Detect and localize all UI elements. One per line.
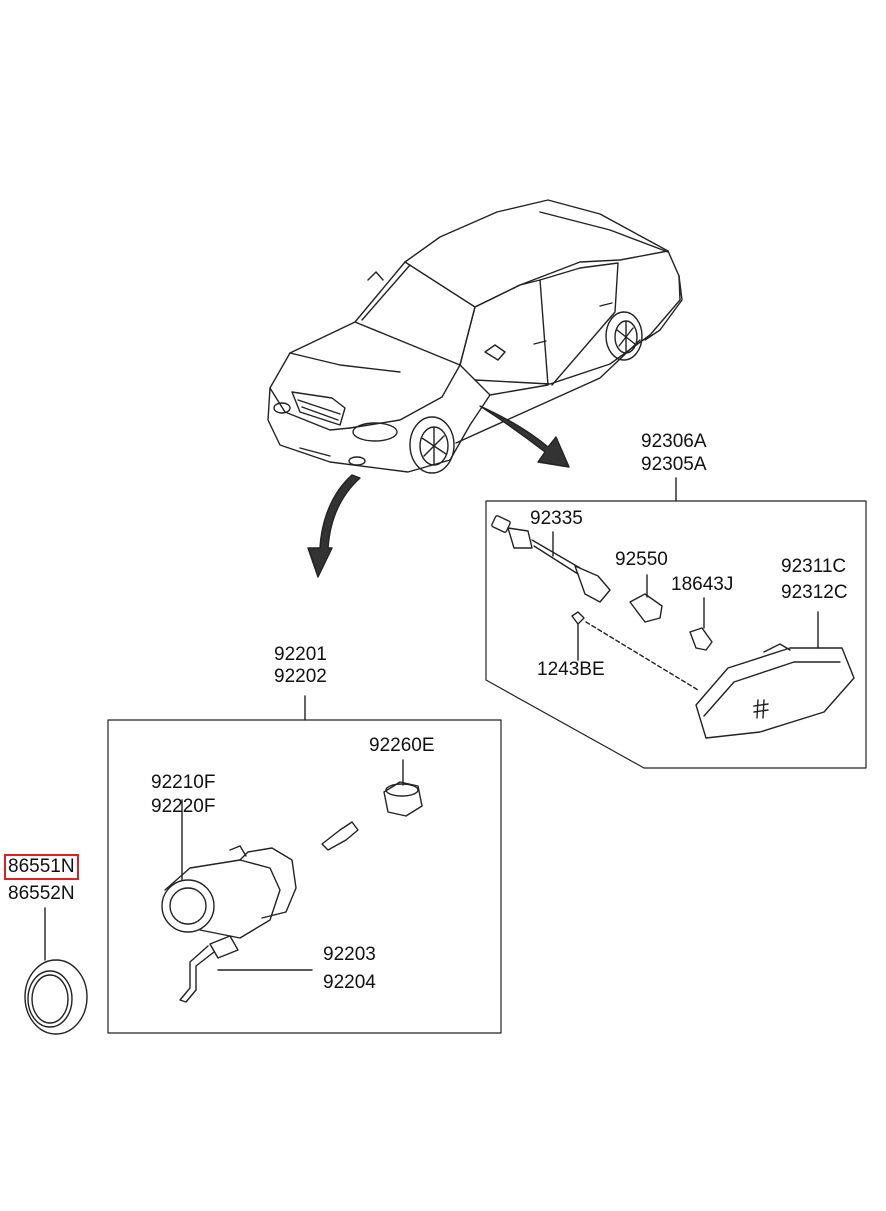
label-fog-lamp-assembly-1: 92201 xyxy=(274,644,327,665)
label-lens-2: 92312C xyxy=(781,582,848,603)
label-side-lamp-assembly-1: 92306A xyxy=(641,431,707,452)
label-bracket-2: 92204 xyxy=(323,972,376,993)
bulb-92550 xyxy=(629,574,663,623)
fog-lamp-body xyxy=(161,799,297,939)
screw-1243be xyxy=(571,611,699,691)
label-bulb-socket: 92335 xyxy=(530,508,583,529)
bracket xyxy=(179,935,313,1003)
arrow-to-fog-lamp xyxy=(307,474,361,578)
side-lamp-lens xyxy=(695,611,855,739)
label-side-lamp-assembly-2: 92305A xyxy=(641,454,707,475)
fog-bulb xyxy=(321,821,359,851)
label-fog-lamp-body-1: 92210F xyxy=(151,772,216,793)
side-lamp-group xyxy=(485,477,867,769)
label-cover-highlighted[interactable]: 86551N xyxy=(4,854,79,880)
label-bracket-1: 92203 xyxy=(323,944,376,965)
label-fog-lamp-body-2: 92220F xyxy=(151,796,216,817)
label-fog-lamp-assembly-2: 92202 xyxy=(274,666,327,687)
bulb-18643j xyxy=(689,597,713,651)
label-lens-1: 92311C xyxy=(781,556,847,577)
arrow-to-side-lamp xyxy=(479,405,570,468)
hash-symbol xyxy=(753,699,769,719)
label-bulb-a: 92550 xyxy=(615,549,668,570)
cover-part xyxy=(24,907,88,1035)
label-screw: 1243BE xyxy=(537,659,605,680)
bulb-socket-92335 xyxy=(491,515,611,603)
fog-bulb-socket xyxy=(383,759,423,817)
fog-lamp-group xyxy=(107,695,502,1034)
car-illustration xyxy=(267,199,683,474)
label-cover-2: 86552N xyxy=(8,883,75,904)
label-fog-bulb-socket: 92260E xyxy=(369,735,435,756)
label-bulb-b: 18643J xyxy=(671,574,734,595)
